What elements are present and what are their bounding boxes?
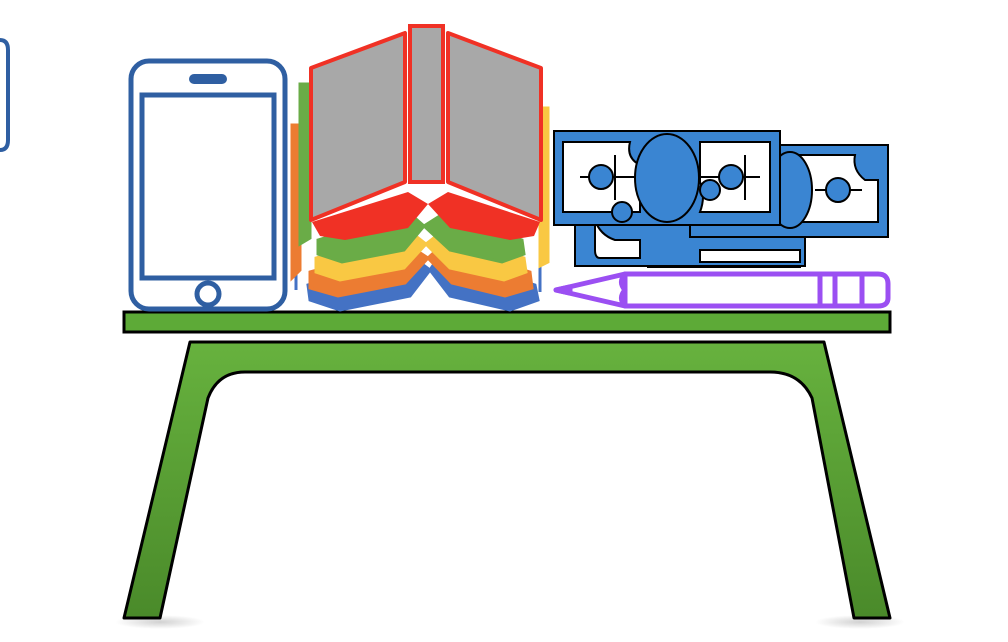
pencil-body	[622, 271, 891, 309]
table-legs	[122, 340, 892, 620]
money-icon	[553, 130, 889, 268]
book-spine	[408, 24, 445, 184]
table-icon	[115, 310, 905, 629]
edge-fragment	[0, 38, 10, 152]
phone-screen	[139, 92, 277, 281]
book-right-page	[446, 31, 543, 222]
book-left-page	[309, 31, 407, 222]
phone-home-button	[194, 280, 222, 308]
smartphone-icon	[128, 58, 288, 312]
book-stack-icon	[290, 24, 550, 312]
pencil-tip	[553, 271, 628, 309]
table-top	[122, 310, 892, 334]
pencil-band	[817, 274, 865, 306]
bill-front-pattern	[562, 133, 771, 223]
book-red	[309, 24, 543, 240]
phone-speaker	[189, 74, 227, 84]
pencil-lead	[553, 284, 573, 296]
bill-portrait	[634, 133, 700, 223]
bill-back-1-pattern	[594, 219, 801, 263]
pencil-icon	[553, 271, 891, 309]
